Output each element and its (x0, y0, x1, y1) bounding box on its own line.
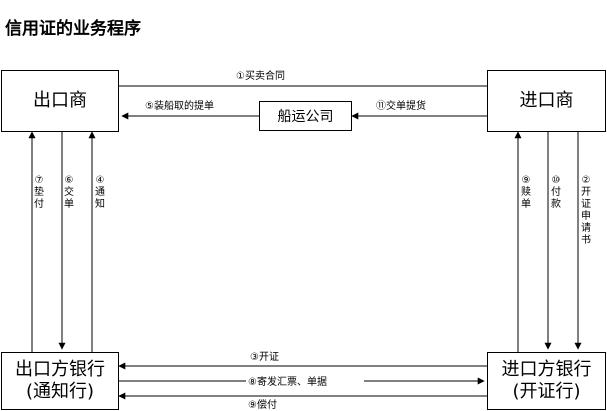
exporter-label: 出口商 (33, 90, 87, 112)
diagram-title: 信用证的业务程序 (5, 19, 141, 39)
importer-bank-label: 进口方银行 (501, 359, 592, 381)
importer-node: 进口商 (487, 70, 606, 132)
label-delivery: ⑪交单提货 (376, 99, 426, 112)
shipping-company-node: 船运公司 (259, 101, 352, 131)
label-send-drafts: ⑧寄发汇票、单据 (248, 375, 327, 388)
label-lc-application: ②开证申请书 (581, 175, 591, 246)
exporter-bank-role: (通知行) (25, 381, 95, 402)
label-issue-lc: ③开证 (250, 351, 279, 363)
shipping-company-label: 船运公司 (277, 109, 334, 125)
importer-bank-node: 进口方银行 (开证行) (487, 352, 606, 410)
exporter-node: 出口商 (1, 70, 119, 132)
label-advance-payment: ⑦垫付 (34, 175, 44, 210)
label-notify: ④通知 (95, 175, 105, 210)
exporter-bank-label: 出口方银行 (15, 359, 105, 381)
label-bill-of-lading: ⑤装船取的提单 (145, 99, 214, 112)
label-sales-contract: ①买卖合同 (236, 69, 285, 82)
label-payment: ⑩付款 (551, 175, 561, 210)
importer-bank-role: (开证行) (512, 381, 581, 402)
importer-label: 进口商 (519, 90, 574, 112)
exporter-bank-node: 出口方银行 (通知行) (1, 352, 119, 410)
label-reimburse: ⑨偿付 (248, 398, 277, 411)
label-submit-documents: ⑥交单 (64, 175, 74, 210)
label-redeem-documents: ⑨赎单 (521, 175, 531, 210)
